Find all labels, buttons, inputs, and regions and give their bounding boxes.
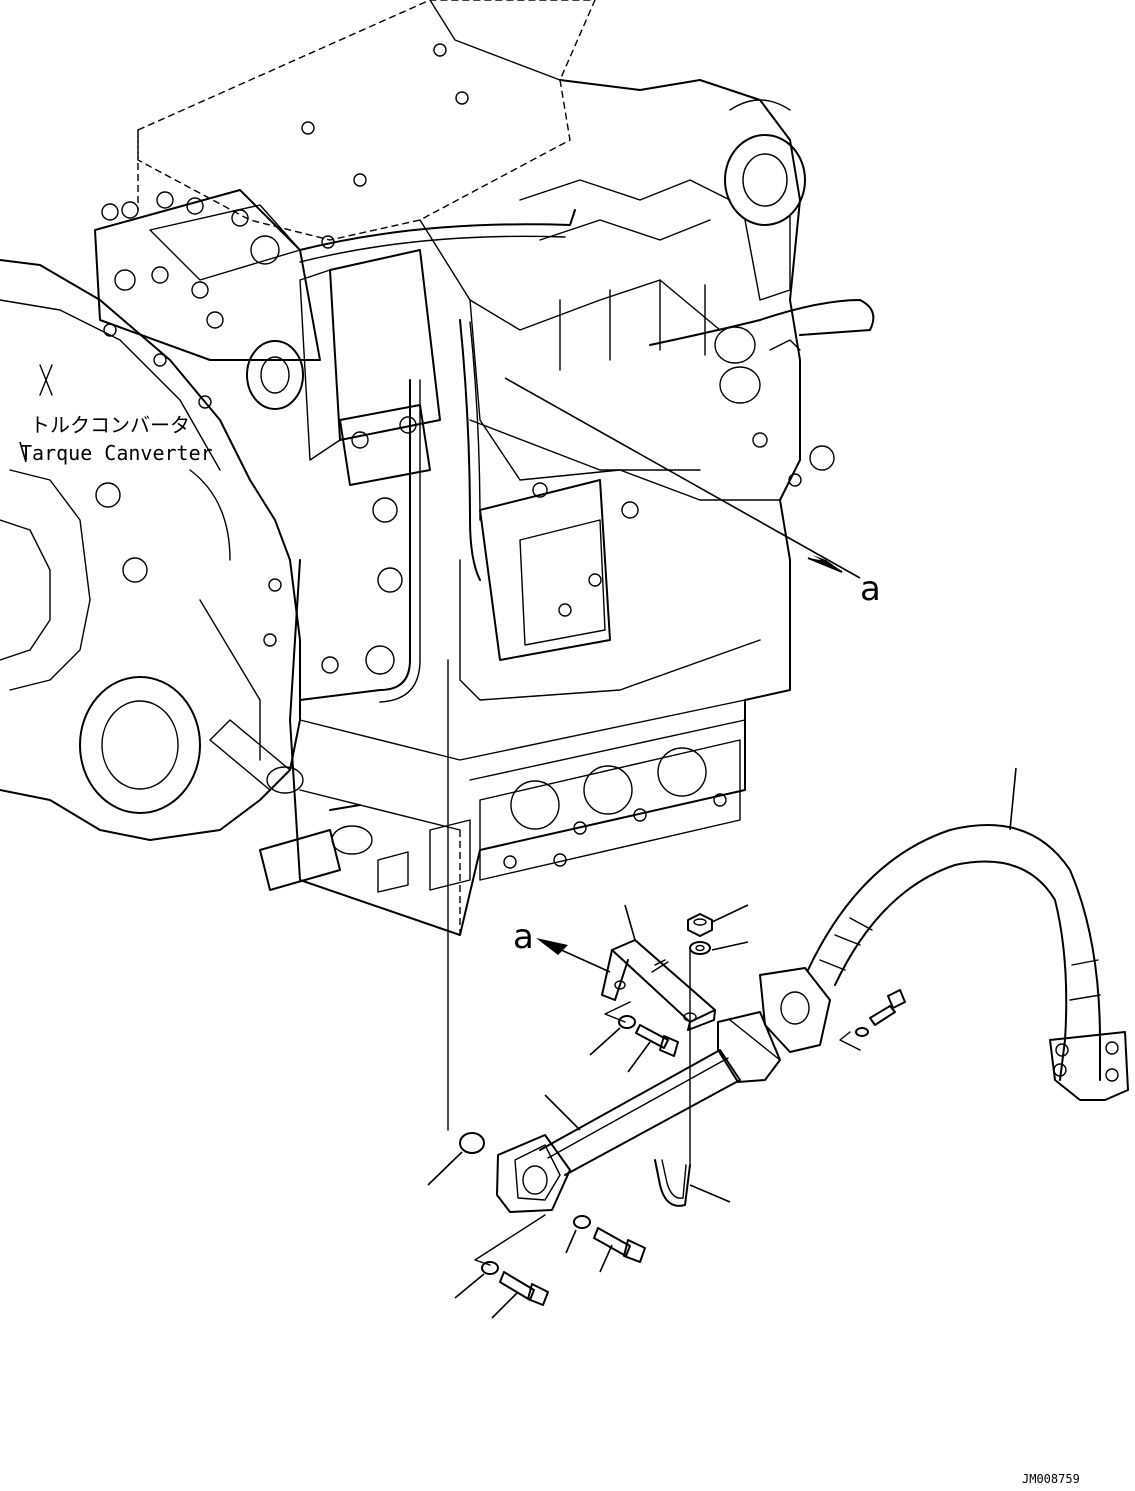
washer-part-upper <box>689 941 749 955</box>
o-ring-part <box>427 659 485 1186</box>
drawing-code: JM008759 <box>1022 1472 1080 1486</box>
bracket-bolt <box>589 1015 679 1073</box>
view-arrow-upper: a <box>504 377 881 609</box>
torque-converter-label-jp: トルクコンバータ <box>30 413 190 437</box>
torque-converter-housing <box>0 259 301 841</box>
torque-converter-label-en: Tarque Canverter <box>20 441 213 465</box>
view-callout-lower: a <box>513 917 534 957</box>
tube-bolt-right <box>565 1215 646 1273</box>
bracket-part <box>601 904 716 1031</box>
tube-assembly <box>474 1011 781 1266</box>
view-arrow-lower: a <box>513 917 611 973</box>
hose-flange-bolt <box>839 989 906 1051</box>
view-callout-upper: a <box>860 569 881 609</box>
u-hose-part <box>654 949 731 1207</box>
nut-part <box>687 904 749 937</box>
engine-assembly <box>94 0 875 936</box>
flexible-hose-part <box>759 767 1129 1101</box>
tube-bolt-left <box>454 1261 549 1319</box>
